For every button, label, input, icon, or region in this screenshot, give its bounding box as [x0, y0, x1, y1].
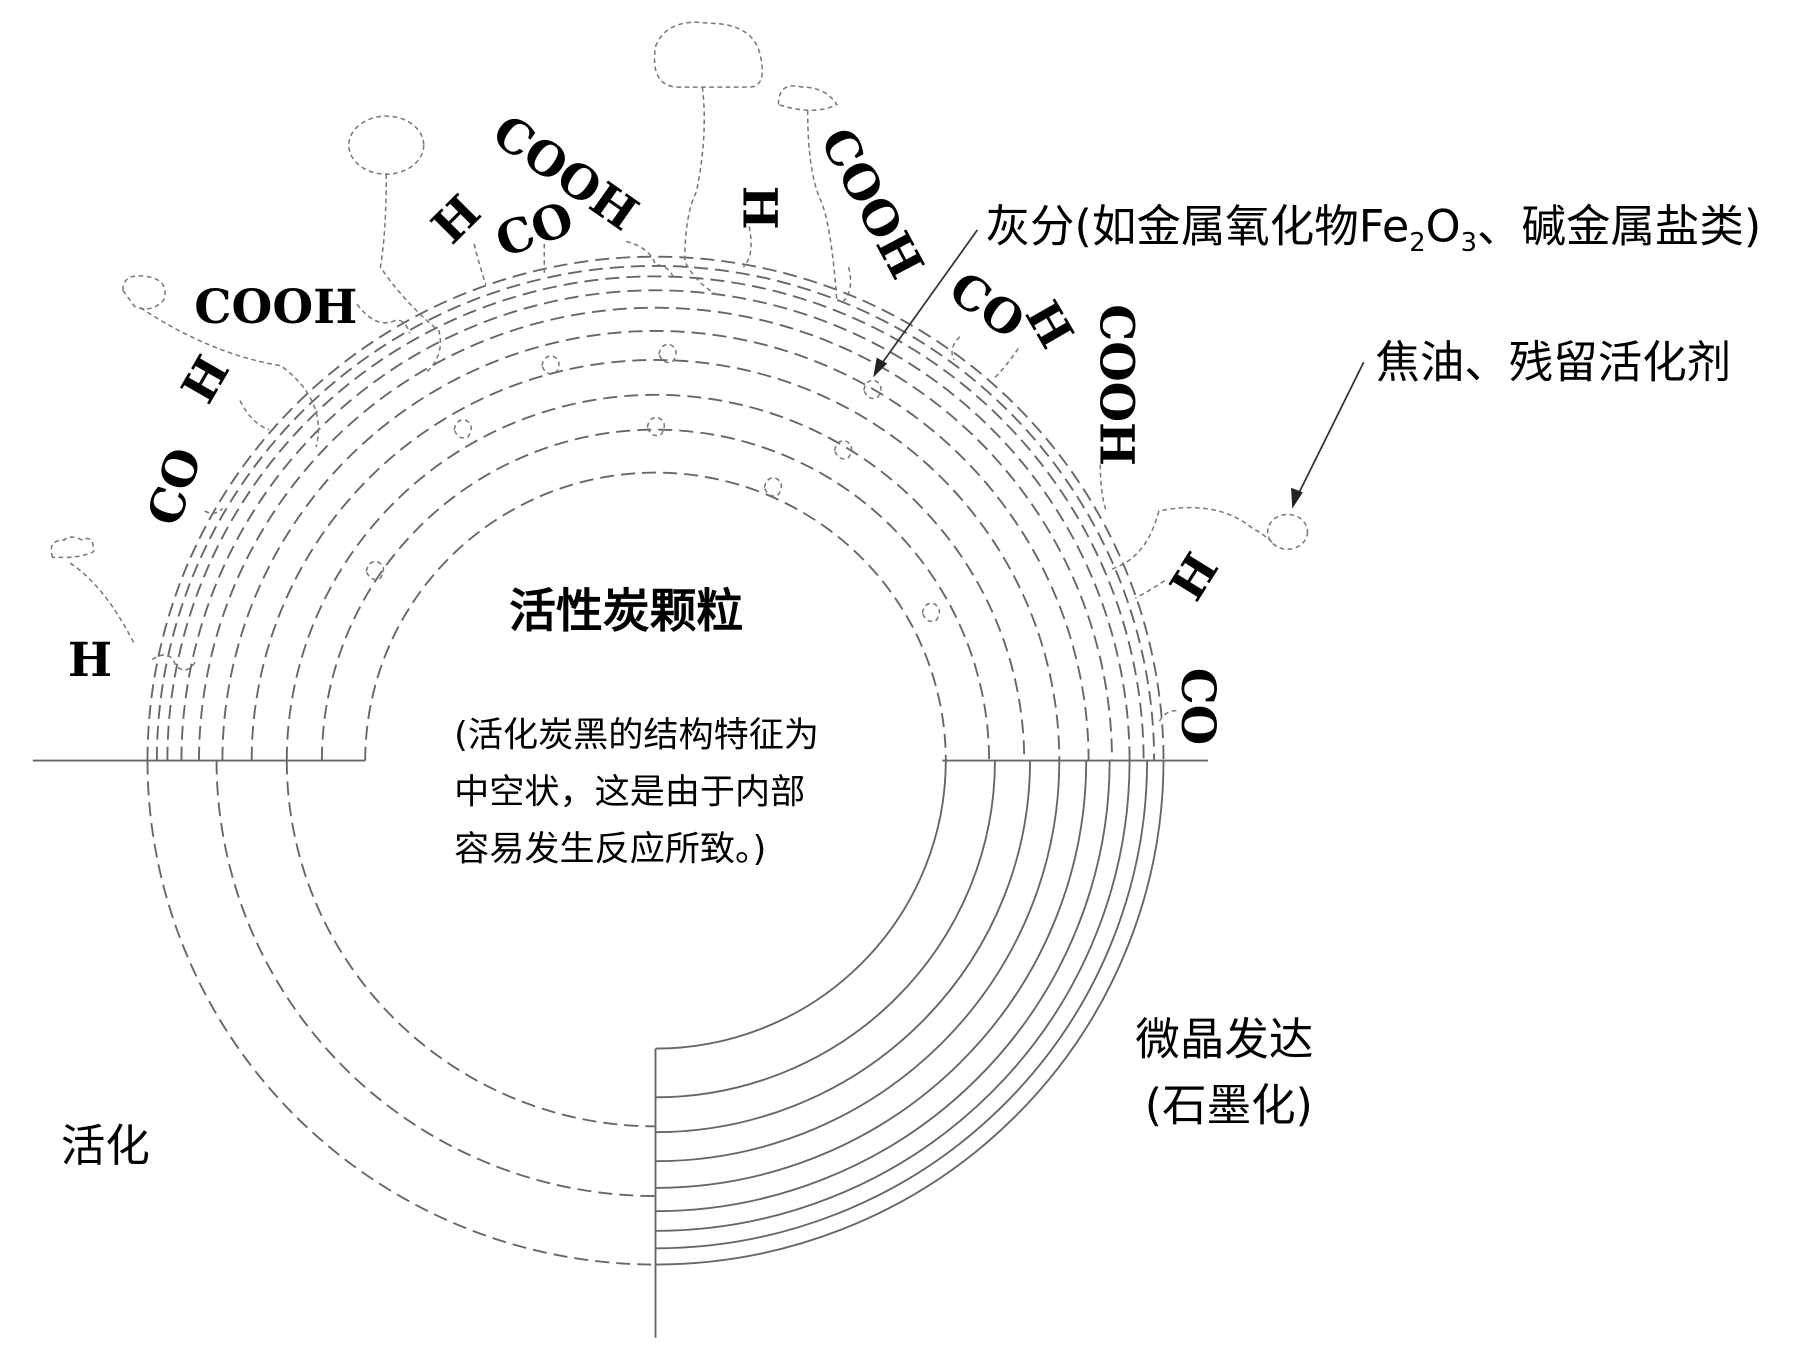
ash-particle — [365, 560, 385, 581]
solid-layer-arc — [655, 760, 947, 1050]
solid-layer-arc — [655, 760, 1061, 1163]
surface-groups-tethers — [50, 21, 1309, 723]
tar-label: 焦油、残留活化剂 — [1375, 338, 1731, 389]
dashed-layer-arc — [364, 471, 947, 761]
ash-particles — [365, 343, 941, 623]
dashed-layer-arc — [180, 289, 1131, 761]
graphitization-label: 微晶发达 — [1135, 1015, 1313, 1066]
group-label-h: H — [1159, 543, 1229, 609]
group-label-h: H — [68, 632, 112, 687]
ash-particle — [833, 440, 853, 460]
ash-label: 灰分(如金属氧化物Fe2O3、碱金属盐类) — [986, 202, 1762, 258]
group-label-co: CO — [136, 441, 213, 532]
dashed-layer-arc — [166, 275, 1145, 761]
solid-layer-arc — [655, 760, 1111, 1213]
dashed-layer-arc — [285, 760, 656, 1128]
dashed-layer-arc — [155, 265, 1156, 761]
dashed-layer-arc — [146, 760, 656, 1266]
particle-title: 活性炭颗粒 — [509, 584, 743, 638]
solid-layer-arc — [655, 760, 996, 1099]
group-label-h: H — [170, 347, 240, 412]
group-label-cooh: COOH — [1089, 304, 1144, 466]
group-label-co: CO — [939, 260, 1035, 349]
group-label-co: CO — [1171, 668, 1226, 745]
ash-pointer-arrow — [873, 229, 979, 378]
particle-upper-dashed-layers — [146, 255, 1165, 761]
dashed-layer-arc — [198, 306, 1113, 761]
group-label-h: H — [421, 184, 491, 254]
dashed-layer-arc — [215, 760, 656, 1197]
ash-particle — [453, 419, 472, 439]
tar-pointer-arrow — [1291, 361, 1365, 509]
solid-layer-arc — [655, 760, 1149, 1250]
group-label-h: H — [732, 186, 787, 230]
solid-layer-arc — [655, 760, 1131, 1232]
dashed-layer-arc — [221, 330, 1090, 761]
group-label-cooh: COOH — [810, 119, 935, 288]
ash-particle — [541, 355, 560, 375]
description-line: 中空状，这是由于内部 — [454, 773, 805, 813]
activation-label: 活化 — [61, 1121, 150, 1172]
dashed-layer-arc — [285, 393, 1026, 761]
ash-particle — [921, 602, 941, 623]
ash-particle — [646, 416, 666, 437]
dashed-layer-arc — [146, 255, 1165, 761]
activation-dashed-layers — [146, 760, 656, 1266]
solid-layer-arc — [655, 760, 1165, 1266]
description-line: 容易发生反应所致。) — [454, 830, 766, 870]
graphitization-sublabel: (石墨化) — [1145, 1081, 1313, 1132]
ash-particle — [863, 379, 882, 400]
ash-particle — [763, 477, 783, 497]
graphitized-solid-layers — [655, 760, 1165, 1266]
group-label-cooh: COOH — [194, 279, 357, 334]
solid-layer-arc — [655, 760, 1088, 1189]
description-line: (活化炭黑的结构特征为 — [454, 716, 819, 756]
solid-layer-arc — [655, 760, 1032, 1134]
ash-particle — [658, 343, 677, 364]
dashed-layer-arc — [250, 359, 1061, 761]
